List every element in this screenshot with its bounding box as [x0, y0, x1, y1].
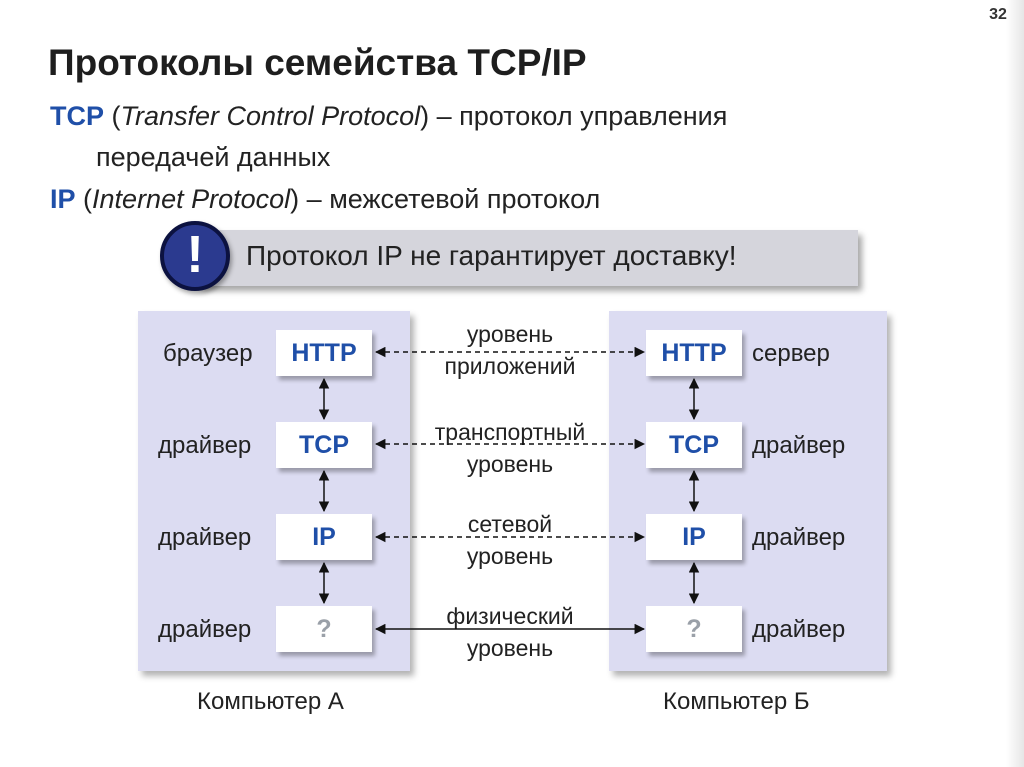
a-layer-label: браузер [163, 340, 253, 367]
a-http-box: HTTP [276, 330, 372, 376]
tcp-desc-line1: протокол управления [459, 101, 728, 131]
slide-edge [1006, 0, 1024, 767]
ip-term: IP [50, 184, 76, 214]
page-title: Протоколы семейства TCP/IP [48, 42, 587, 83]
a-layer-label: драйвер [158, 524, 252, 551]
tcp-definition: TCP (Transfer Control Protocol) – проток… [50, 100, 727, 132]
b-layer-label: драйвер [752, 432, 846, 459]
computer-a-caption: Компьютер А [197, 688, 344, 715]
computer-b-caption: Компьютер Б [663, 688, 810, 715]
b-http-box: HTTP [646, 330, 742, 376]
paren-open: ( [111, 101, 121, 131]
slide-number: 32 [989, 6, 1007, 23]
level-line: уровень [466, 543, 554, 569]
a-layer-label: драйвер [158, 432, 252, 459]
a-ip-box: IP [276, 514, 372, 560]
tcp-term: TCP [50, 101, 104, 131]
a-unknown-box: ? [276, 606, 372, 652]
level-line: приложений [444, 353, 576, 379]
paren-close: ) [420, 101, 430, 131]
application-level-label: уровень приложений [410, 318, 610, 382]
warning-banner [198, 230, 858, 286]
ip-expansion: Internet Protocol [92, 184, 291, 214]
a-tcp-box: TCP [276, 422, 372, 468]
b-layer-label: драйвер [752, 524, 846, 551]
level-line: уровень [466, 321, 554, 347]
b-layer-label: сервер [752, 340, 830, 367]
dash: – [299, 184, 330, 214]
level-line: уровень [466, 635, 554, 661]
warning-text: Протокол IP не гарантирует доставку! [246, 240, 737, 271]
ip-desc: межсетевой протокол [329, 184, 601, 214]
b-ip-box: IP [646, 514, 742, 560]
tcp-desc-line2: передачей данных [96, 142, 331, 172]
exclamation-icon: ! [160, 221, 230, 291]
b-layer-label: драйвер [752, 616, 846, 643]
a-layer-label: драйвер [158, 616, 252, 643]
b-unknown-box: ? [646, 606, 742, 652]
tcp-expansion: Transfer Control Protocol [120, 101, 421, 131]
ip-definition: IP (Internet Protocol) – межсетевой прот… [50, 183, 600, 215]
b-tcp-box: TCP [646, 422, 742, 468]
dash: – [429, 101, 460, 131]
level-line: уровень [466, 451, 554, 477]
paren-open: ( [83, 184, 93, 214]
paren-close: ) [290, 184, 300, 214]
